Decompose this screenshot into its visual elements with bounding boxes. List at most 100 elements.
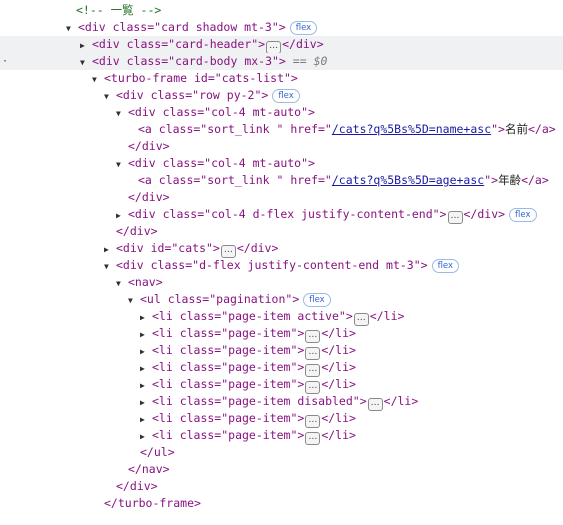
ellipsis-icon[interactable]: … — [305, 364, 321, 377]
dom-node-cats[interactable]: ▶ <div id="cats">…</div> — [0, 240, 563, 258]
dom-node-sort-link-name[interactable]: <a class="sort_link " href="/cats?q%5Bs%… — [0, 121, 563, 138]
dollar-zero-hint: == $0 — [285, 54, 328, 68]
collapse-triangle-icon[interactable]: ▶ — [104, 245, 109, 254]
dom-closing-tag[interactable]: </div> — [0, 189, 563, 206]
dom-closing-tag[interactable]: </div> — [0, 138, 563, 155]
tag-text: <li class="page-item"> — [152, 377, 305, 391]
dom-node-card[interactable]: ▼ <div class="card shadow mt-3">flex — [0, 19, 563, 36]
tag-text: <div class="card shadow mt-3"> — [78, 20, 286, 34]
dom-closing-tag[interactable]: </nav> — [0, 461, 563, 478]
tag-text: <nav> — [128, 275, 163, 289]
collapse-triangle-icon[interactable]: ▶ — [140, 330, 145, 339]
tag-close-text: </div> — [116, 224, 158, 238]
dom-node-turbo-frame[interactable]: ▼<turbo-frame id="cats-list"> — [0, 70, 563, 87]
collapse-triangle-icon[interactable]: ▶ — [140, 432, 145, 441]
dom-node-page-item[interactable]: ▶ <li class="page-item">…</li> — [0, 376, 563, 394]
collapse-triangle-icon[interactable]: ▶ — [116, 211, 121, 220]
dom-node-card-header[interactable]: ▶<div class="card-header">…</div> — [0, 36, 563, 54]
dom-closing-tag[interactable]: </turbo-frame> — [0, 495, 563, 512]
dom-node-page-item[interactable]: ▶ <li class="page-item">…</li> — [0, 427, 563, 445]
dom-node-page-item-active[interactable]: ▶ <li class="page-item active">…</li> — [0, 308, 563, 326]
collapse-triangle-icon[interactable]: ▶ — [140, 347, 145, 356]
expand-triangle-icon[interactable]: ▼ — [116, 279, 121, 288]
tag-close-text: </li> — [369, 309, 405, 323]
tag-text: <a class="sort_link " href=" — [138, 122, 332, 136]
expand-triangle-icon[interactable]: ▼ — [104, 262, 109, 271]
dom-closing-tag[interactable]: </ul> — [0, 444, 563, 461]
flex-badge[interactable]: flex — [272, 89, 300, 103]
tag-text: <li class="page-item"> — [152, 428, 305, 442]
flex-badge[interactable]: flex — [509, 208, 537, 222]
tag-text: <div class="card-body mx-3"> — [92, 54, 286, 68]
dom-node-col-age[interactable]: ▼ <div class="col-4 mt-auto"> — [0, 155, 563, 172]
tag-text: <li class="page-item"> — [152, 360, 305, 374]
dom-node-col-name[interactable]: ▼<div class="col-4 mt-auto"> — [0, 104, 563, 121]
tag-close-text: </nav> — [128, 462, 170, 476]
ellipsis-icon[interactable]: … — [305, 330, 321, 343]
tag-close-text: </li> — [321, 428, 356, 442]
link-text: 名前 — [504, 122, 528, 136]
flex-badge[interactable]: flex — [289, 21, 318, 35]
expand-triangle-icon[interactable]: ▼ — [66, 24, 71, 33]
tag-text: <div class="card-header"> — [92, 37, 266, 51]
dom-node-card-body-selected[interactable]: · ▼ <div class="card-body mx-3"> == $0 — [0, 53, 563, 70]
tag-text: <div id="cats"> — [116, 241, 220, 255]
ellipsis-icon[interactable]: … — [367, 398, 383, 411]
dom-node-pagination-list[interactable]: ▼ <ul class="pagination">flex — [0, 291, 563, 308]
tag-close-text: </div> — [282, 37, 324, 51]
collapse-triangle-icon[interactable]: ▶ — [140, 398, 145, 407]
tag-text: <div class="row py-2"> — [116, 88, 269, 102]
flex-badge[interactable]: flex — [303, 293, 331, 307]
dom-node-page-item[interactable]: ▶<li class="page-item">…</li> — [0, 410, 563, 428]
selection-marker-icon: · — [2, 56, 9, 67]
expand-triangle-icon[interactable]: ▼ — [80, 58, 85, 67]
link-text: 年齢 — [498, 173, 522, 187]
dom-node-row[interactable]: ▼ <div class="row py-2">flex — [0, 87, 563, 104]
tag-close-text: </li> — [321, 326, 356, 340]
flex-badge[interactable]: flex — [431, 259, 460, 273]
collapse-triangle-icon[interactable]: ▶ — [80, 41, 85, 50]
dom-node-page-item[interactable]: ▶ <li class="page-item">…</li> — [0, 325, 563, 343]
tag-text: <div class="col-4 d-flex justify-content… — [128, 207, 447, 221]
tag-close-text: </li> — [321, 411, 356, 425]
tag-close-text: </li> — [321, 377, 356, 391]
expand-triangle-icon[interactable]: ▼ — [116, 160, 121, 169]
tag-text: <div class="d-flex justify-content-end m… — [116, 258, 428, 272]
ellipsis-icon[interactable]: … — [353, 313, 369, 326]
ellipsis-icon[interactable]: … — [305, 347, 321, 360]
comment-text: <!-- 一覧 --> — [76, 3, 162, 17]
dom-node-pagination-container[interactable]: ▼ <div class="d-flex justify-content-end … — [0, 257, 563, 274]
tag-close-text: </div> — [128, 139, 170, 153]
tag-close-text: </div> — [116, 479, 158, 493]
dom-node-page-item[interactable]: ▶<li class="page-item">…</li> — [0, 342, 563, 360]
dom-node-sort-link-age[interactable]: <a class="sort_link " href="/cats?q%5Bs%… — [0, 172, 563, 189]
href-link[interactable]: /cats?q%5Bs%5D=age+asc — [331, 173, 485, 187]
tag-text: <li class="page-item"> — [152, 326, 305, 340]
expand-triangle-icon[interactable]: ▼ — [92, 75, 97, 84]
ellipsis-icon[interactable]: … — [305, 415, 321, 428]
ellipsis-icon[interactable]: … — [220, 245, 236, 258]
ellipsis-icon[interactable]: … — [305, 432, 321, 445]
expand-triangle-icon[interactable]: ▼ — [104, 92, 109, 101]
dom-node-col-pagination-wrap[interactable]: ▶ <div class="col-4 d-flex justify-conten… — [0, 206, 563, 224]
dom-node-nav[interactable]: ▼ <nav> — [0, 274, 563, 291]
collapse-triangle-icon[interactable]: ▶ — [140, 415, 145, 424]
expand-triangle-icon[interactable]: ▼ — [128, 296, 133, 305]
ellipsis-icon[interactable]: … — [447, 211, 463, 224]
dom-comment-line[interactable]: <!-- 一覧 --> — [0, 2, 563, 19]
expand-triangle-icon[interactable]: ▼ — [116, 109, 121, 118]
href-link[interactable]: /cats?q%5Bs%5D=name+asc — [331, 122, 492, 136]
collapse-triangle-icon[interactable]: ▶ — [140, 381, 145, 390]
collapse-triangle-icon[interactable]: ▶ — [140, 364, 145, 373]
tag-text: <li class="page-item active"> — [152, 309, 353, 323]
tag-text: <ul class="pagination"> — [140, 292, 300, 306]
tag-text: <div class="col-4 mt-auto"> — [128, 156, 315, 170]
dom-node-page-item[interactable]: ▶<li class="page-item">…</li> — [0, 359, 563, 377]
dom-closing-tag[interactable]: </div> — [0, 223, 563, 240]
dom-closing-tag[interactable]: </div> — [0, 478, 563, 495]
dom-node-page-item-disabled[interactable]: ▶<li class="page-item disabled">…</li> — [0, 393, 563, 411]
ellipsis-icon[interactable]: … — [305, 381, 321, 394]
collapse-triangle-icon[interactable]: ▶ — [140, 313, 145, 322]
tag-close-text: </div> — [236, 241, 279, 255]
